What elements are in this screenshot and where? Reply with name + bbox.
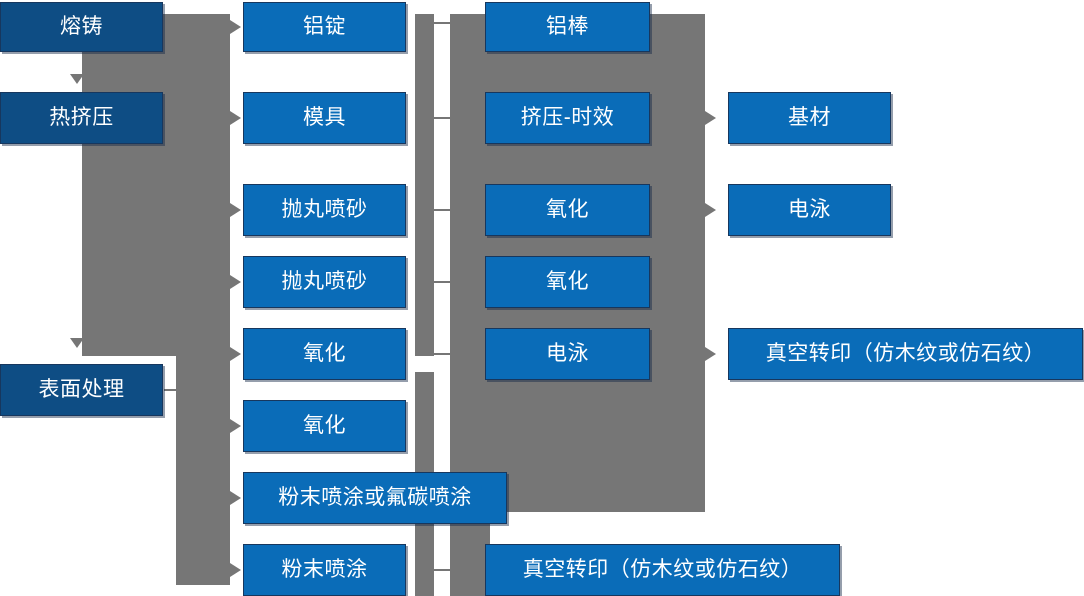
- connector-stub-surface-treatment: [164, 389, 180, 391]
- process-box-powder-coating[interactable]: 粉末喷涂: [243, 544, 406, 596]
- arrow-to-substrate: [705, 111, 716, 125]
- stage-box-surface-treatment[interactable]: 表面处理: [0, 364, 163, 416]
- arrow-to-mold: [230, 111, 241, 125]
- connector-bar-column2-upper: [415, 14, 434, 304]
- secondary-box-oxidation-1[interactable]: 氧化: [485, 184, 650, 236]
- connector-bar-column2-mid: [415, 304, 434, 356]
- output-box-substrate[interactable]: 基材: [728, 92, 891, 144]
- tie-extrusion-aging: [434, 117, 450, 119]
- secondary-box-electrophoresis-label: 电泳: [546, 342, 589, 366]
- stage-box-melt-cast[interactable]: 熔铸: [0, 2, 163, 52]
- secondary-box-oxidation-2-label: 氧化: [546, 270, 589, 294]
- arrow-to-shot-blasting-1: [230, 203, 241, 217]
- arrow-to-aluminum-ingot: [230, 20, 241, 34]
- secondary-box-extrusion-aging[interactable]: 挤压-时效: [485, 92, 650, 144]
- connector-band-upper-left: [82, 14, 230, 356]
- process-box-shot-blasting-1-label: 抛丸喷砂: [281, 198, 368, 222]
- arrow-to-electrophoresis-output: [705, 203, 716, 217]
- process-box-powder-coating-label: 粉末喷涂: [281, 558, 368, 582]
- secondary-box-vacuum-transfer-label: 真空转印（仿木纹或仿石纹）: [522, 558, 803, 582]
- tie-oxidation-b: [434, 281, 450, 283]
- output-box-electrophoresis-label: 电泳: [788, 198, 831, 222]
- stage-box-hot-extrusion-label: 热挤压: [49, 106, 114, 130]
- arrow-to-powder-or-fluorocarbon: [230, 491, 241, 505]
- stage-box-melt-cast-label: 熔铸: [60, 15, 103, 39]
- process-box-oxidation-1-label: 氧化: [303, 342, 346, 366]
- output-box-substrate-label: 基材: [788, 106, 831, 130]
- secondary-box-vacuum-transfer[interactable]: 真空转印（仿木纹或仿石纹）: [485, 544, 840, 596]
- process-box-mold[interactable]: 模具: [243, 92, 406, 144]
- arrow-down-to-hot-extrusion: [70, 74, 84, 84]
- arrow-to-shot-blasting-2: [230, 275, 241, 289]
- tie-electrophoresis: [434, 353, 450, 355]
- output-box-vacuum-transfer-label: 真空转印（仿木纹或仿石纹）: [765, 342, 1046, 366]
- process-box-oxidation-1[interactable]: 氧化: [243, 328, 406, 380]
- process-box-oxidation-2[interactable]: 氧化: [243, 400, 406, 452]
- tie-aluminum-bar: [434, 22, 450, 24]
- process-box-oxidation-2-label: 氧化: [303, 414, 346, 438]
- secondary-box-extrusion-aging-label: 挤压-时效: [520, 106, 615, 130]
- process-box-aluminum-ingot[interactable]: 铝锭: [243, 2, 406, 52]
- stage-box-surface-treatment-label: 表面处理: [38, 378, 125, 402]
- process-box-powder-or-fluorocarbon-coating[interactable]: 粉末喷涂或氟碳喷涂: [243, 472, 507, 524]
- secondary-box-oxidation-2[interactable]: 氧化: [485, 256, 650, 308]
- process-box-powder-or-fluorocarbon-coating-label: 粉末喷涂或氟碳喷涂: [278, 486, 472, 510]
- arrow-down-to-surface-treatment: [70, 338, 84, 348]
- connector-band-lower-left: [176, 356, 230, 585]
- secondary-box-aluminum-bar[interactable]: 铝棒: [485, 2, 650, 52]
- stage-box-hot-extrusion[interactable]: 热挤压: [0, 92, 163, 144]
- output-box-electrophoresis[interactable]: 电泳: [728, 184, 891, 236]
- secondary-box-oxidation-1-label: 氧化: [546, 198, 589, 222]
- process-box-shot-blasting-2[interactable]: 抛丸喷砂: [243, 256, 406, 308]
- secondary-box-aluminum-bar-label: 铝棒: [546, 15, 589, 39]
- tie-oxidation-a: [434, 209, 450, 211]
- arrow-to-oxidation-2: [230, 419, 241, 433]
- secondary-box-electrophoresis[interactable]: 电泳: [485, 328, 650, 380]
- output-box-vacuum-transfer[interactable]: 真空转印（仿木纹或仿石纹）: [728, 328, 1083, 380]
- process-box-shot-blasting-1[interactable]: 抛丸喷砂: [243, 184, 406, 236]
- process-box-shot-blasting-2-label: 抛丸喷砂: [281, 270, 368, 294]
- process-box-mold-label: 模具: [303, 106, 346, 130]
- arrow-to-vacuum-transfer-output: [705, 347, 716, 361]
- process-box-aluminum-ingot-label: 铝锭: [303, 15, 346, 39]
- arrow-to-oxidation-1: [230, 347, 241, 361]
- connector-block-column3-foot: [450, 512, 490, 596]
- tie-vacuum-transfer: [434, 569, 450, 571]
- arrow-to-powder-coating: [230, 563, 241, 577]
